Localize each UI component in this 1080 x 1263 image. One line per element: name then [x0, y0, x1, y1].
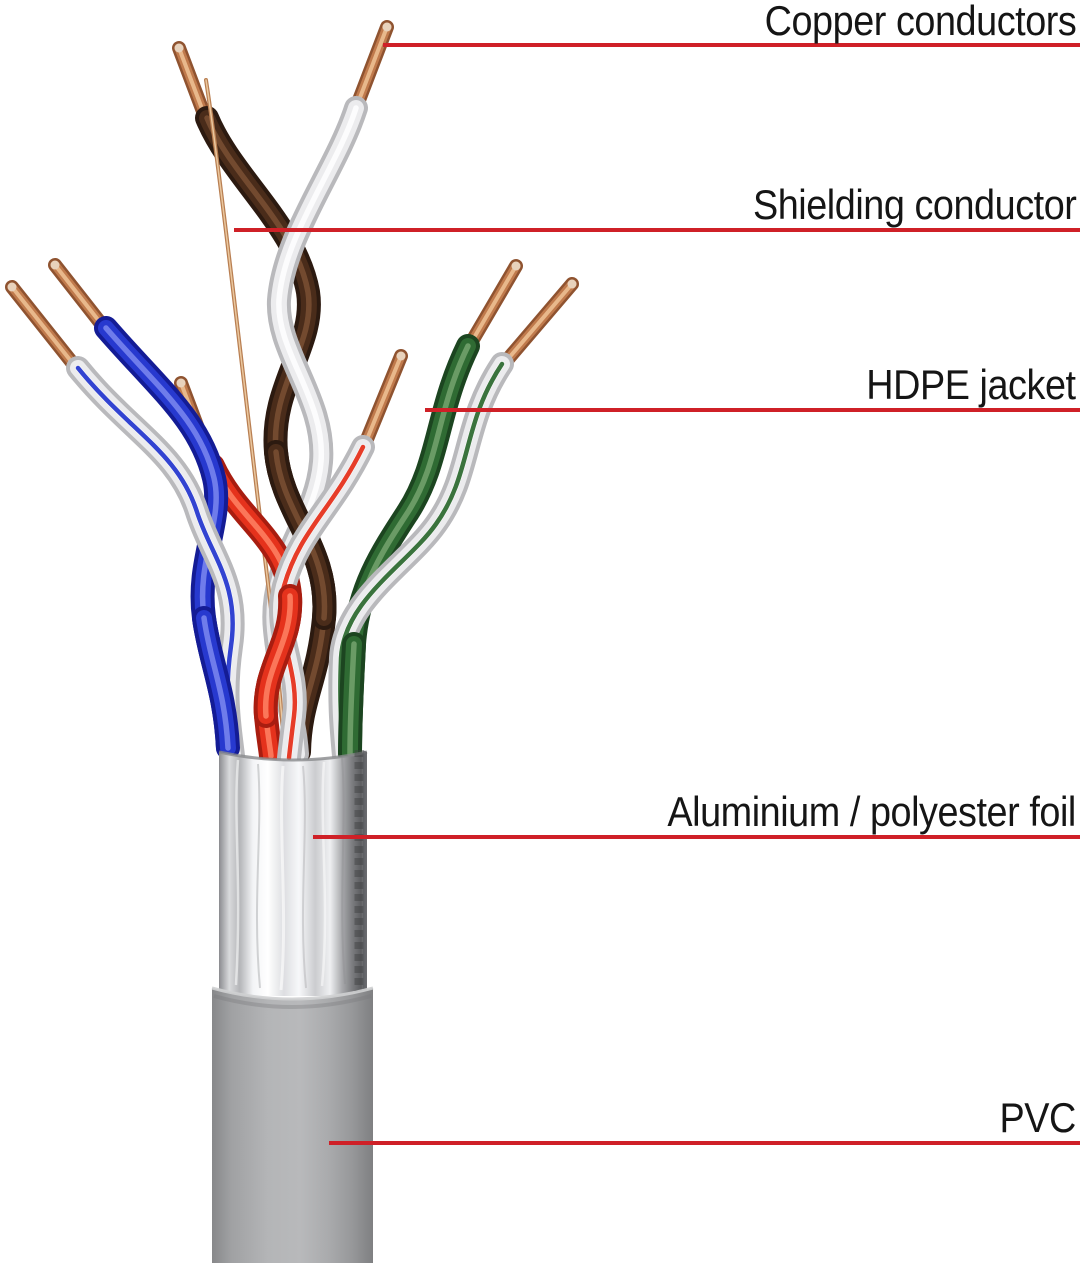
label-aluminium-polyester-foil: Aluminium / polyester foil: [667, 788, 1077, 835]
copper-tip-white-blue: [7, 282, 17, 292]
copper-tip-white-green: [567, 279, 577, 289]
label-hdpe-jacket: HDPE jacket: [866, 361, 1077, 408]
leader-line-aluminium-polyester-foil: [313, 835, 1080, 839]
twisted-pair-red: [177, 352, 406, 759]
twisted-pair-green: [340, 262, 576, 757]
foil-body: [219, 752, 367, 996]
leader-line-shielding-conductor: [234, 228, 1080, 232]
twisted-pair-blue: [8, 261, 234, 757]
label-pvc: PVC: [999, 1094, 1077, 1141]
copper-tip-brown: [174, 43, 184, 53]
pvc-body: [212, 988, 373, 1263]
copper-tip-white-red: [396, 351, 406, 361]
twisted-pair-brown: [175, 23, 392, 755]
copper-tip-blue: [50, 260, 60, 270]
leader-line-pvc: [329, 1141, 1080, 1145]
copper-tip-green: [511, 261, 521, 271]
pvc-jacket: [211, 986, 374, 1263]
copper-tip-red: [176, 378, 186, 388]
label-shielding-conductor: Shielding conductor: [752, 181, 1077, 228]
leader-line-hdpe-jacket: [425, 408, 1080, 412]
leader-line-copper-conductors: [383, 43, 1080, 47]
copper-tip-white-brown: [382, 22, 392, 32]
foil: [218, 750, 368, 996]
label-copper-conductors: Copper conductors: [764, 0, 1076, 44]
